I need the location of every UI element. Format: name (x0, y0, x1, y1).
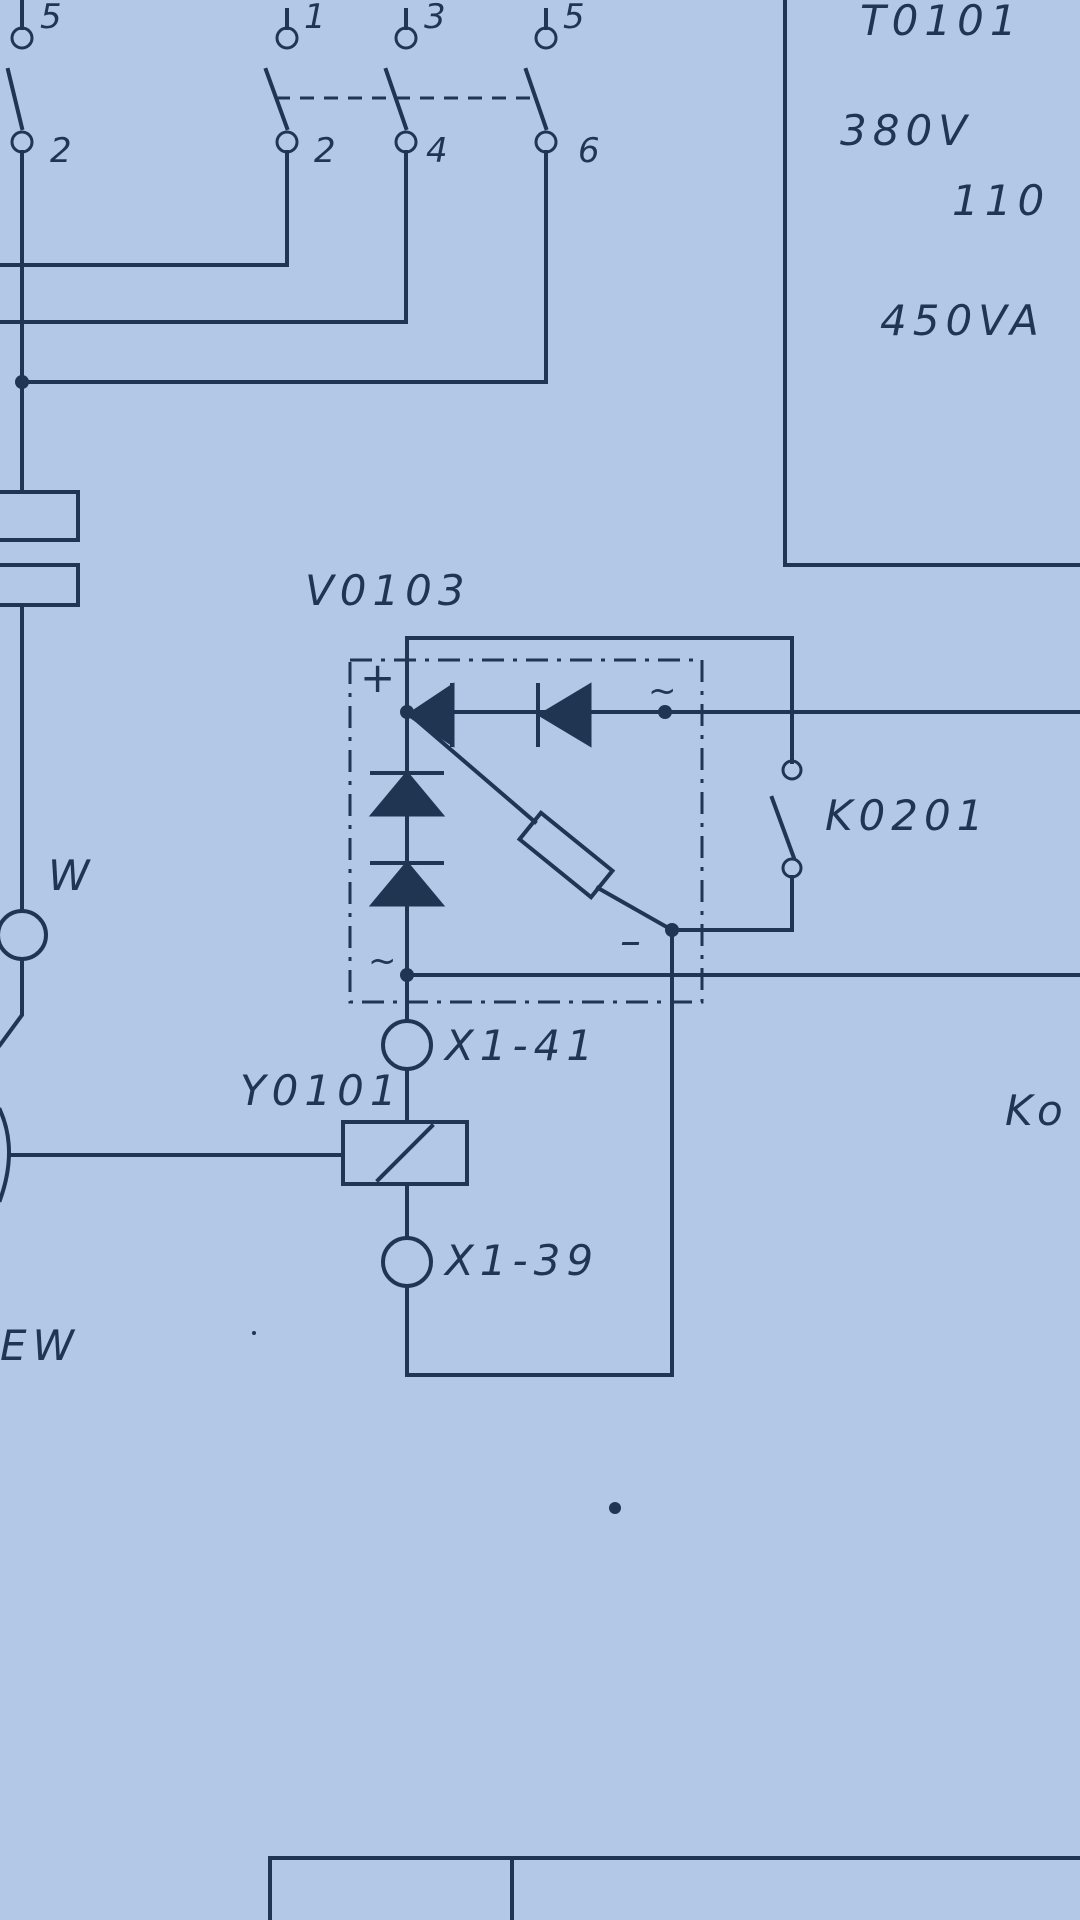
terminal-label: 5 (40, 0, 65, 37)
terminal-label: 2 (50, 131, 75, 171)
diode (537, 682, 592, 748)
terminal-circle (10, 130, 34, 154)
contact-label: K0201 (825, 791, 989, 840)
terminal-circle (10, 26, 34, 50)
terminal-label: 5 (563, 0, 588, 37)
minus-symbol: – (620, 916, 647, 965)
transformer-label: 110 (952, 176, 1050, 225)
diode (368, 860, 446, 907)
terminal-x1-39 (381, 1236, 433, 1288)
junction-dot (15, 375, 29, 389)
terminal-circle (534, 26, 558, 50)
contact-terminal (781, 759, 803, 781)
resistor (516, 810, 616, 900)
terminal-circle (534, 130, 558, 154)
terminal-label: X1-41 (443, 1021, 599, 1070)
right-label: Ko (1005, 1086, 1069, 1135)
terminal-x1-41 (381, 1019, 433, 1071)
left-bus (0, 150, 548, 912)
terminal-label: X1-39 (443, 1236, 599, 1285)
contact-k0201: K0201 (769, 759, 989, 932)
switch-blade (5, 67, 25, 131)
diode (405, 682, 455, 748)
contact-terminal (781, 857, 803, 879)
transformer-label: T0101 (860, 0, 1023, 45)
terminal-label: 1 (304, 0, 329, 37)
title-block (268, 1856, 1080, 1920)
motor-label: W (48, 851, 96, 900)
terminal-circle (275, 130, 299, 154)
coil-circuit: X1-41 Y0101 X1-39 (8, 980, 674, 1377)
left-label: EW (0, 1321, 80, 1370)
terminal-circle (394, 130, 418, 154)
terminal-label: 3 (424, 0, 449, 37)
transformer-label: 450VA (880, 296, 1045, 345)
coil-label: Y0101 (240, 1066, 403, 1115)
motor-w: W (0, 851, 96, 1203)
rectifier-enclosure (348, 658, 704, 1004)
terminal-label: 2 (314, 131, 339, 171)
switch-blade (523, 67, 549, 131)
diode (368, 770, 446, 817)
terminal-label: 4 (426, 131, 451, 171)
terminal-circle (0, 909, 48, 961)
rectifier-v0103: V0103 + – ~ (305, 566, 1080, 1377)
ac-symbol: ~ (648, 671, 680, 711)
plus-symbol: + (360, 653, 401, 702)
switch-bank: 5 1 3 5 2 2 4 6 (5, 0, 603, 171)
ink-speck (609, 1502, 621, 1514)
rectifier-label: V0103 (305, 566, 471, 615)
ink-speck (252, 1331, 256, 1335)
terminal-label: 6 (578, 131, 603, 171)
contact-blade (769, 795, 797, 861)
transformer-label: 380V (840, 106, 973, 155)
terminal-circle (394, 26, 418, 50)
terminal-circle (275, 26, 299, 50)
ac-symbol: ~ (368, 941, 400, 981)
transformer-box: T0101 380V 110 450VA (783, 0, 1080, 567)
